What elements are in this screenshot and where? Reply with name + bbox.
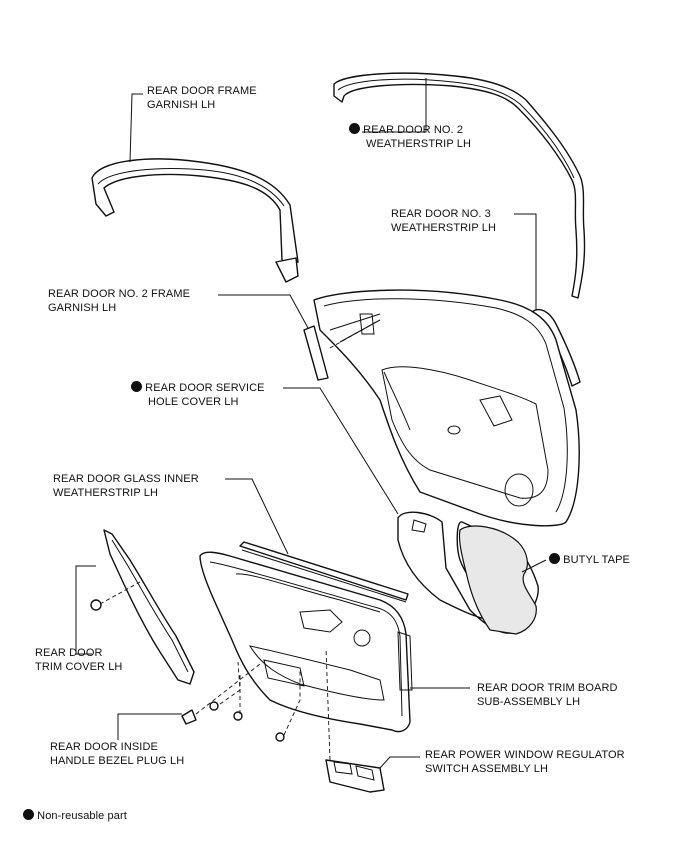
label-line: WEATHERSTRIP LH <box>391 222 496 234</box>
rear-door-inside-handle-bezel-plug-part <box>181 709 197 725</box>
label-line: TRIM COVER LH <box>35 661 123 673</box>
label-rear-door-trim-board: REAR DOOR TRIM BOARD SUB-ASSEMBLY LH <box>477 681 618 709</box>
label-rear-door-no3-weatherstrip: REAR DOOR NO. 3 WEATHERSTRIP LH <box>391 207 496 235</box>
label-rear-door-frame-garnish: REAR DOOR FRAME GARNISH LH <box>147 84 257 112</box>
label-line: HANDLE BEZEL PLUG LH <box>50 755 185 767</box>
label-line: REAR DOOR GLASS INNER <box>53 473 199 485</box>
leader-lines <box>75 78 547 769</box>
label-line: REAR POWER WINDOW REGULATOR <box>425 749 625 761</box>
service-hole-cover-notch <box>411 519 427 533</box>
label-butyl-tape: BUTYL TAPE <box>549 553 630 567</box>
label-rear-door-inside-handle-bezel-plug: REAR DOOR INSIDE HANDLE BEZEL PLUG LH <box>50 740 184 768</box>
label-line: REAR DOOR INSIDE <box>50 741 158 753</box>
label-line: SUB-ASSEMBLY LH <box>477 696 581 708</box>
butyl-tape-part <box>458 525 537 635</box>
label-line: REAR DOOR NO. 3 <box>391 208 491 220</box>
label-line: REAR DOOR NO. 2 <box>349 123 471 137</box>
label-line: BUTYL TAPE <box>549 553 630 567</box>
legend-text: Non-reusable part <box>37 810 127 822</box>
label-line: GARNISH LH <box>48 302 117 314</box>
label-rear-door-no2-frame-garnish: REAR DOOR NO. 2 FRAME GARNISH LH <box>48 287 190 315</box>
label-text: REAR DOOR SERVICE <box>145 382 265 394</box>
label-line: REAR DOOR SERVICE <box>131 381 265 395</box>
label-line: WEATHERSTRIP LH <box>366 138 471 150</box>
label-line: REAR DOOR <box>35 647 103 659</box>
label-line: WEATHERSTRIP LH <box>53 487 158 499</box>
installation-dash-lines <box>99 321 377 761</box>
non-reusable-dot-icon <box>131 381 142 392</box>
non-reusable-dot-icon <box>349 123 360 134</box>
label-rear-door-service-hole-cover: REAR DOOR SERVICE HOLE COVER LH <box>131 381 265 409</box>
label-rear-door-glass-inner-weatherstrip: REAR DOOR GLASS INNER WEATHERSTRIP LH <box>53 472 199 500</box>
rear-door-panel <box>313 289 580 527</box>
label-line: REAR DOOR NO. 2 FRAME <box>48 288 191 300</box>
rear-door-no2-frame-garnish-part <box>303 325 329 381</box>
rear-door-trim-board-part <box>199 551 413 733</box>
label-text: REAR DOOR NO. 2 <box>363 124 464 136</box>
rear-door-frame-garnish-part <box>91 158 299 283</box>
label-line: GARNISH LH <box>147 99 216 111</box>
legend: Non-reusable part <box>23 809 127 823</box>
non-reusable-dot-icon <box>23 809 34 820</box>
label-rear-door-trim-cover: REAR DOOR TRIM COVER LH <box>35 646 122 674</box>
label-rear-door-no2-weatherstrip: REAR DOOR NO. 2 WEATHERSTRIP LH <box>349 123 471 151</box>
label-line: HOLE COVER LH <box>148 396 239 408</box>
label-text: BUTYL TAPE <box>563 554 630 566</box>
label-rear-power-window-regulator-switch: REAR POWER WINDOW REGULATOR SWITCH ASSEM… <box>425 748 625 776</box>
rear-door-glass-inner-weatherstrip-part <box>239 541 409 603</box>
label-line: SWITCH ASSEMBLY LH <box>425 763 549 775</box>
rear-door-trim-cover-part <box>103 529 195 685</box>
non-reusable-dot-icon <box>549 553 560 564</box>
label-line: REAR DOOR FRAME <box>147 85 257 97</box>
label-line: REAR DOOR TRIM BOARD <box>477 682 618 694</box>
rear-power-window-regulator-switch-part <box>325 759 385 793</box>
rear-door-no2-weatherstrip-part <box>333 72 586 299</box>
